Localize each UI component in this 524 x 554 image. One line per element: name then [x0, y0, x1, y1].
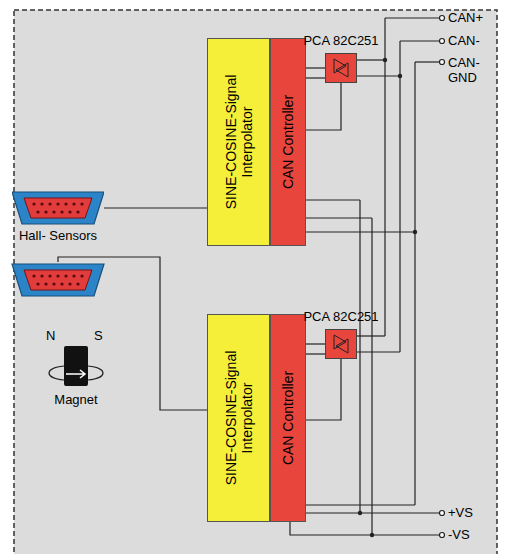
junction-dots [358, 58, 417, 537]
wire-connector [306, 343, 325, 344]
transceiver-chip: PCA 82C251 [325, 329, 357, 359]
dsub-symbol [12, 190, 104, 226]
can-controller-box: CAN Controller [270, 38, 306, 246]
pole-label: S [94, 328, 103, 343]
bus-wires [58, 18, 440, 535]
housing [14, 10, 497, 554]
interpolator-box: SINE-COSINE-Signal Interpolator [207, 38, 270, 246]
terminal-label: CAN+ [448, 10, 518, 25]
chip-name: PCA 82C251 [303, 309, 378, 324]
wire-connector [104, 207, 207, 208]
hall-sensor-connector: Hall- Sensors [12, 190, 104, 226]
box-label: CAN Controller [280, 44, 296, 240]
box-label: CAN Controller [280, 320, 296, 516]
can-controller-box: CAN Controller [270, 314, 306, 522]
terminal-label: -VS [448, 527, 518, 542]
terminal-label: +VS [448, 505, 518, 520]
magnet: N S Magnet [36, 328, 116, 414]
terminal-label: CAN- GND [448, 55, 496, 85]
wire-connector [306, 67, 325, 68]
dsub-connector [12, 264, 104, 296]
box-label: SINE-COSINE-Signal Interpolator [223, 320, 255, 516]
transceiver-symbol [325, 329, 357, 359]
chip-name: PCA 82C251 [303, 33, 378, 48]
magnet-label: Magnet [36, 392, 116, 407]
terminal-label: CAN- [448, 33, 518, 48]
connector-label: Hall- Sensors [19, 228, 97, 243]
terminals [440, 16, 445, 538]
transceiver-symbol [325, 53, 357, 83]
box-label: SINE-COSINE-Signal Interpolator [223, 44, 255, 240]
pole-label: N [46, 328, 55, 343]
interpolator-box: SINE-COSINE-Signal Interpolator [207, 314, 270, 522]
transceiver-chip: PCA 82C251 [325, 53, 357, 83]
